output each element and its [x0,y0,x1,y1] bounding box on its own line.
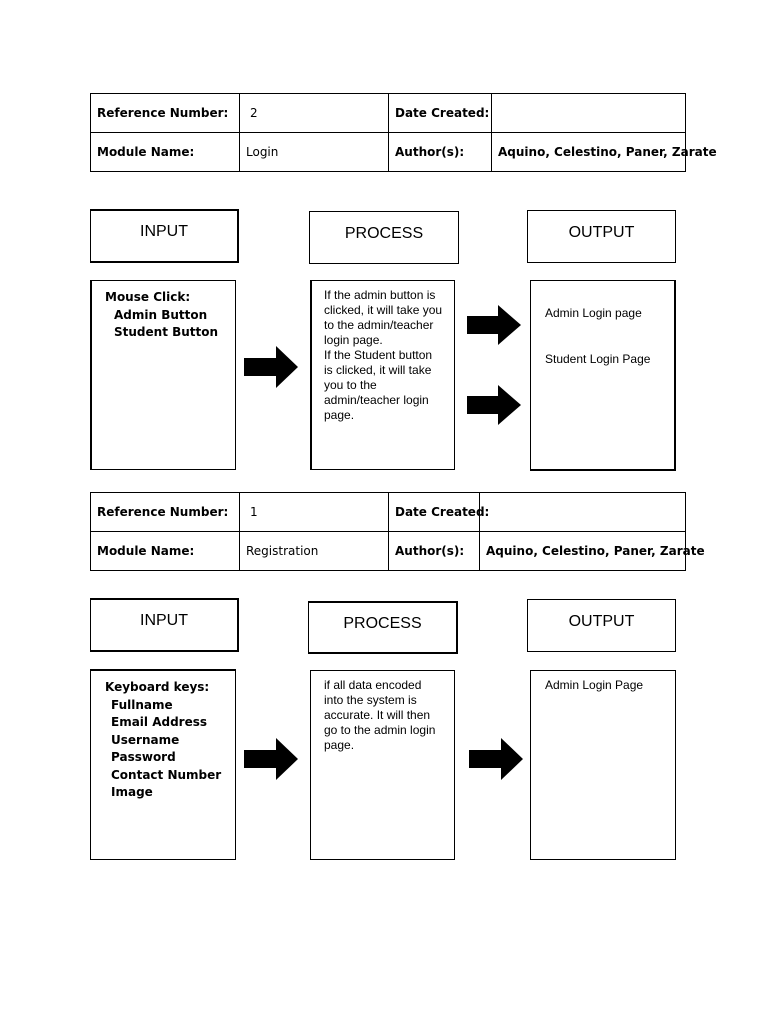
output-item-student-login: Student Login Page [545,352,651,366]
input-item-password: Password [111,750,176,764]
reference-number-label: Reference Number: [90,492,240,532]
input-item-contact-number: Contact Number [111,767,222,782]
process-header-label: PROCESS [343,614,422,632]
input-item-student-button: Student Button [114,325,219,339]
input-header-label: INPUT [140,612,188,629]
input-content: Keyboard keys: Fullname Email Address Us… [105,679,221,802]
process-line-student: If the Student button is clicked, it wil… [324,348,433,422]
module-info-table-login: Reference Number: 2 Date Created: Module… [90,93,717,172]
input-item-image: Image [111,785,153,799]
info-row-module: Module Name: Registration Author(s): Aqu… [90,531,705,571]
input-content-box [90,280,236,470]
module-info-table-registration: Reference Number: 1 Date Created: Module… [90,492,705,571]
output-header-label: OUTPUT [568,223,635,241]
output-header-box: OUTPUT [527,599,676,652]
process-header-box: PROCESS [308,601,458,654]
process-header-label: PROCESS [344,224,424,242]
reference-number-label: Reference Number: [90,93,240,133]
right-arrow-icon [467,385,521,425]
reference-number-value: 2 [239,93,389,133]
authors-label: Author(s): [388,132,492,172]
process-content-box [310,670,455,860]
module-name-label: Module Name: [90,132,240,172]
info-row-module: Module Name: Login Author(s): Aquino, Ce… [90,132,717,172]
output-header-label: OUTPUT [568,612,635,630]
info-row-reference: Reference Number: 2 Date Created: [90,93,686,133]
input-item-fullname: Fullname [111,697,173,712]
authors-label: Author(s): [388,531,480,571]
right-arrow-icon [469,738,523,780]
module-name-value: Login [239,132,389,172]
date-created-value [479,492,686,532]
input-content: Mouse Click: Admin Button Student Button [105,289,218,342]
output-item-admin-login: Admin Login page [545,306,642,320]
output-content-box [530,670,676,860]
input-content-box [90,669,236,860]
output-header-box: OUTPUT [527,210,676,263]
module-name-value: Registration [239,531,389,571]
date-created-label: Date Created: [388,93,492,133]
process-content: if all data encoded into the system is a… [324,678,444,753]
output-content-box [530,280,676,471]
process-content-box [310,280,455,470]
right-arrow-icon [244,738,298,780]
module-name-label: Module Name: [90,531,240,571]
input-header-box: INPUT [90,598,239,652]
process-line-registration: if all data encoded into the system is a… [324,678,436,752]
input-item-admin-button: Admin Button [114,307,208,322]
right-arrow-icon [467,305,521,345]
date-created-label: Date Created: [388,492,489,532]
reference-number-value: 1 [239,492,389,532]
input-header-box: INPUT [90,209,239,263]
input-item-email-address: Email Address [111,715,208,729]
process-content: If the admin button is clicked, it will … [324,288,444,423]
authors-value: Aquino, Celestino, Paner, Zarate [491,132,717,172]
date-created-value [491,93,686,133]
input-title: Mouse Click: [105,290,191,304]
right-arrow-icon [244,346,298,388]
output-item-admin-login: Admin Login Page [545,678,644,692]
input-item-username: Username [111,732,180,747]
authors-value: Aquino, Celestino, Paner, Zarate [479,531,705,571]
input-title: Keyboard keys: [105,680,210,694]
process-line-admin: If the admin button is clicked, it will … [324,288,443,347]
input-header-label: INPUT [140,223,188,240]
process-header-box: PROCESS [309,211,459,264]
info-row-reference: Reference Number: 1 Date Created: [90,492,686,532]
